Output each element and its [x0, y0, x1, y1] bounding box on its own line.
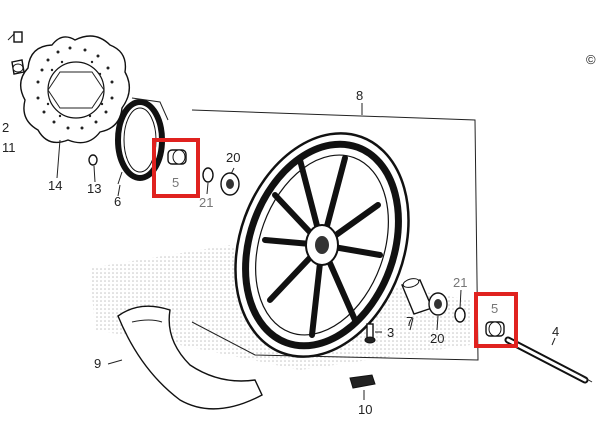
bearing-20-right: [428, 292, 448, 316]
oil-seal-21-right: [454, 307, 466, 323]
rubber-pad: [349, 374, 376, 389]
callout-7: 7: [406, 314, 413, 329]
assembly-frame: [191, 109, 479, 361]
leader-lines: [56, 103, 556, 400]
disc-bolt: [7, 31, 25, 75]
callout-9: 9: [94, 356, 101, 371]
callout-2: 2: [2, 120, 9, 135]
oil-seal-21-left: [202, 167, 214, 183]
callout-10: 10: [358, 402, 372, 417]
sensor-rotor: [115, 97, 169, 185]
front-axle: [504, 336, 593, 384]
callout-5-right: 5: [491, 301, 498, 316]
callout-21-right: 21: [453, 275, 467, 290]
copyright-mark: ©: [586, 52, 596, 67]
front-fender: [117, 305, 263, 410]
callout-8: 8: [356, 88, 363, 103]
front-wheel: [234, 132, 410, 358]
callout-3: 3: [387, 325, 394, 340]
callout-11: 11: [2, 140, 16, 155]
highlight-box-right: [474, 292, 518, 348]
callout-21-left: 21: [199, 195, 213, 210]
callout-20-right: 20: [430, 331, 444, 346]
bearing-20-left: [220, 172, 240, 196]
air-valve: [364, 323, 376, 344]
collar-5-right: [485, 321, 505, 337]
callout-14: 14: [48, 178, 62, 193]
collar-5-left: [167, 149, 187, 165]
highlight-box-left: [152, 138, 200, 198]
callout-6: 6: [114, 194, 121, 209]
callout-5-left: 5: [172, 175, 179, 190]
callout-4: 4: [552, 324, 559, 339]
brake-disc: [20, 35, 130, 144]
callout-13: 13: [87, 181, 101, 196]
callout-20-left: 20: [226, 150, 240, 165]
washer-13: [88, 154, 98, 166]
